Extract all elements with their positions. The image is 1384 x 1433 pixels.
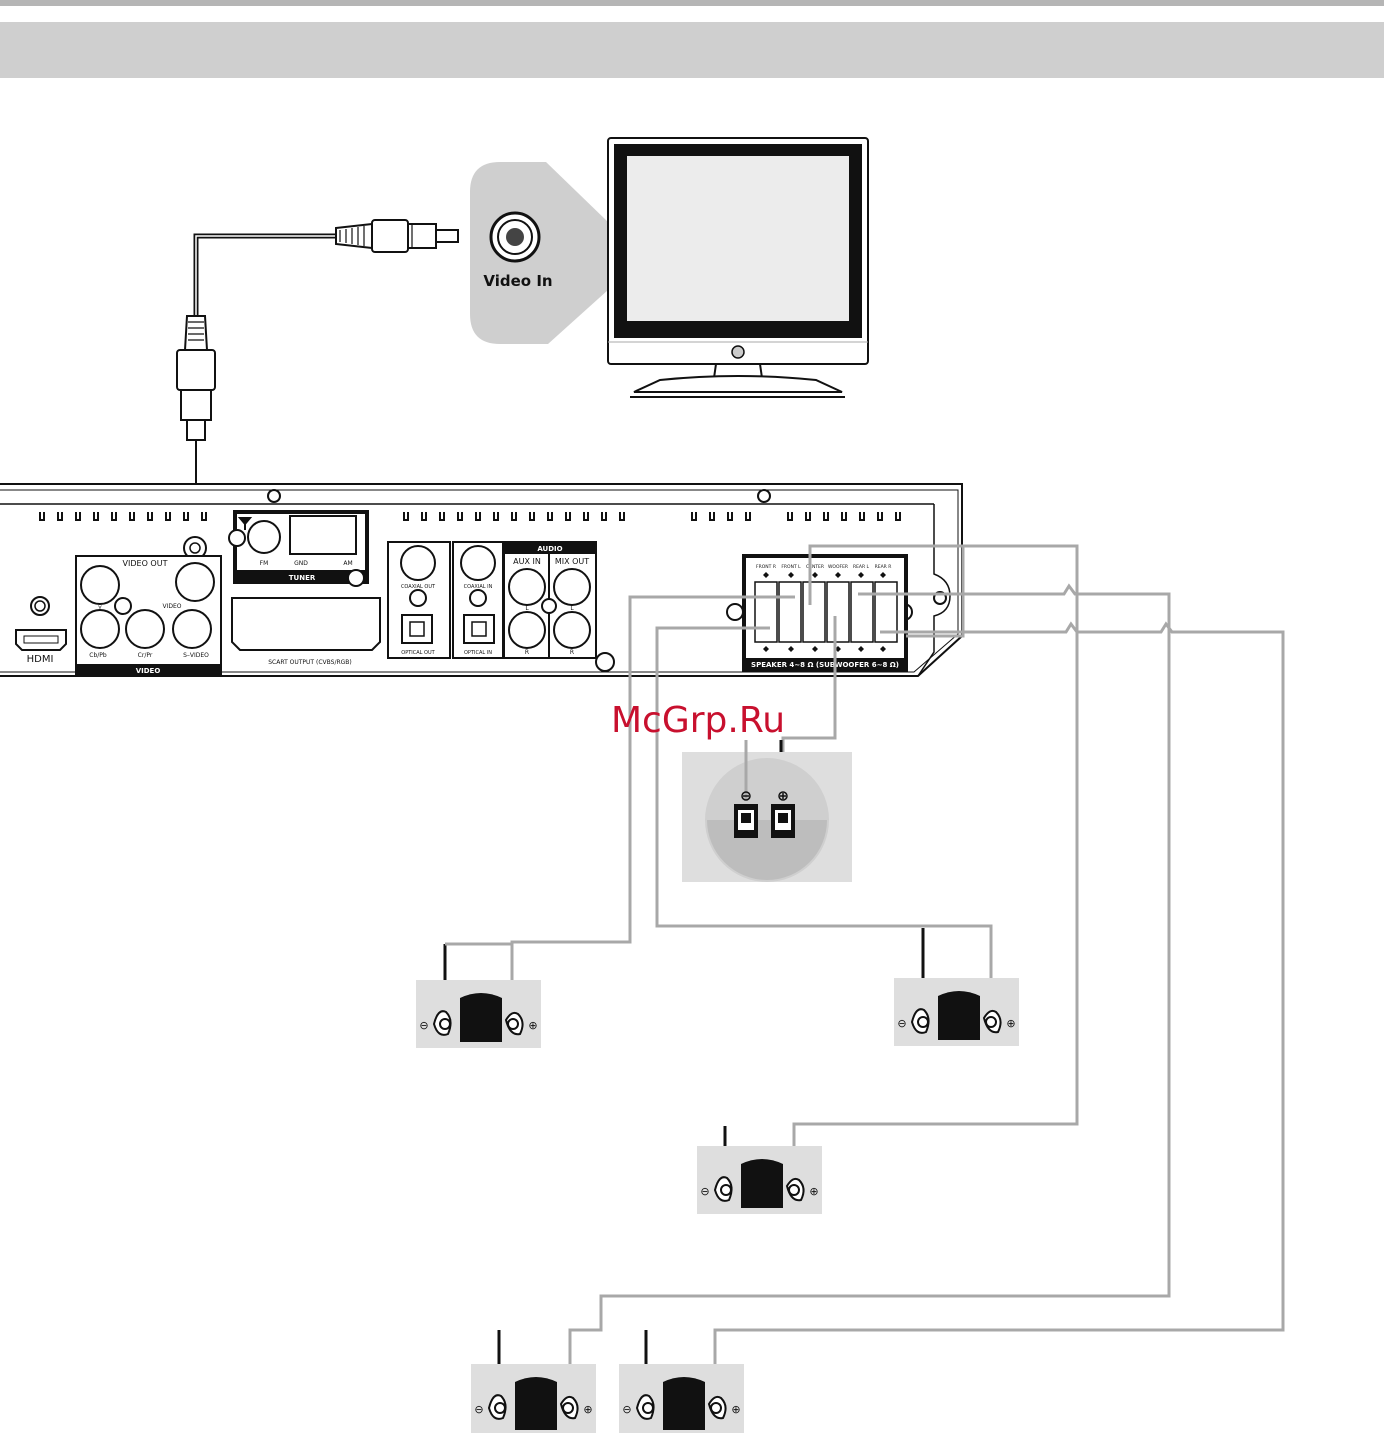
speaker-rear-l: ⊖ ⊕ [471,1364,596,1433]
speaker-terminal-block: SPEAKER 4~8 Ω (SUBWOOFER 6~8 Ω) FRONT R … [727,554,912,672]
svg-text:AUX IN: AUX IN [513,557,541,566]
aux-in-l-jack[interactable] [509,569,545,605]
svg-text:R: R [570,649,574,656]
svg-text:REAR L: REAR L [853,564,870,570]
tv-power-icon [732,346,744,358]
plus-icon: ⊕ [1006,1017,1015,1030]
minus-icon: ⊖ [622,1403,631,1416]
speaker-front-l: ⊖ ⊕ [894,978,1019,1046]
mix-out-l-jack[interactable] [554,569,590,605]
ground-screw-icon [115,598,131,614]
plus-icon: ⊕ [809,1185,818,1198]
top-rule [0,0,1384,6]
crpr-jack[interactable] [126,610,164,648]
dvd-rear-panel: HDMI VIDEO VIDEO OUT Y VIDEO Cb/Pb Cr/Pr… [0,484,962,676]
svg-text:VIDEO: VIDEO [162,603,181,610]
watermark: McGrp.Ru [611,700,785,741]
digital-audio-section: COAXIAL OUT OPTICAL OUT COAXIAL IN OPTIC… [388,542,503,658]
screw-icon [268,490,280,502]
fm-jack[interactable] [248,521,280,553]
coaxial-in-jack[interactable] [461,546,495,580]
audio-label: AUDIO [537,545,562,553]
svg-text:FM: FM [260,560,269,567]
tv-input-callout: Video In [470,162,608,344]
plus-icon: ⊕ [731,1403,740,1416]
video-in-label: Video In [483,272,552,290]
tv-icon [608,138,868,397]
tuner-label: TUNER [289,574,316,582]
svg-text:GND: GND [294,560,308,567]
svg-text:MIX OUT: MIX OUT [555,557,589,566]
video-out-section: VIDEO VIDEO OUT Y VIDEO Cb/Pb Cr/Pr S–VI… [76,537,221,676]
speaker-center: ⊖ ⊕ [697,1146,822,1214]
speaker-front-r: ⊖ ⊕ [416,980,541,1048]
terminal-woofer[interactable] [827,582,849,642]
svg-text:Cr/Pr: Cr/Pr [138,652,153,659]
mix-out-r-jack[interactable] [554,612,590,648]
svideo-jack[interactable] [173,610,211,648]
minus-icon: ⊖ [419,1019,428,1032]
svg-text:R: R [525,649,529,656]
minus-icon: ⊖ [897,1017,906,1030]
plus-icon: ⊕ [528,1019,537,1032]
coaxial-out-jack[interactable] [401,546,435,580]
svg-text:OPTICAL IN: OPTICAL IN [464,650,492,656]
terminal-center[interactable] [803,582,825,642]
svg-text:FRONT L: FRONT L [781,564,801,570]
cbpb-jack[interactable] [81,610,119,648]
hdmi-label: HDMI [27,654,54,665]
speaker-rear-r: ⊖ ⊕ [619,1364,744,1433]
minus-icon: ⊖ [700,1185,709,1198]
screw-icon [758,490,770,502]
video-jack[interactable] [176,563,214,601]
svg-text:OPTICAL OUT: OPTICAL OUT [401,650,435,656]
svg-text:AM: AM [343,560,352,567]
terminal-rear-l[interactable] [851,582,873,642]
am-terminal[interactable] [290,516,356,554]
y-jack[interactable] [81,566,119,604]
aux-in-r-jack[interactable] [509,612,545,648]
section-header-bar [0,22,1384,78]
subwoofer-icon [682,740,852,882]
speaker-section-label: SPEAKER 4~8 Ω (SUBWOOFER 6~8 Ω) [751,661,899,669]
video-section-label: VIDEO [136,667,161,675]
plus-icon: ⊕ [583,1403,592,1416]
terminal-front-r[interactable] [755,582,777,642]
svg-text:Cb/Pb: Cb/Pb [89,652,107,659]
scart-label: SCART OUTPUT (CVBS/RGB) [268,659,352,666]
svg-text:S–VIDEO: S–VIDEO [183,652,209,659]
svg-text:REAR R: REAR R [875,564,892,570]
terminal-front-l[interactable] [779,582,801,642]
video-out-label: VIDEO OUT [123,559,168,568]
tv-screen [627,156,849,321]
svg-text:WOOFER: WOOFER [828,564,848,570]
minus-icon: ⊖ [474,1403,483,1416]
svg-text:FRONT R: FRONT R [756,564,776,570]
